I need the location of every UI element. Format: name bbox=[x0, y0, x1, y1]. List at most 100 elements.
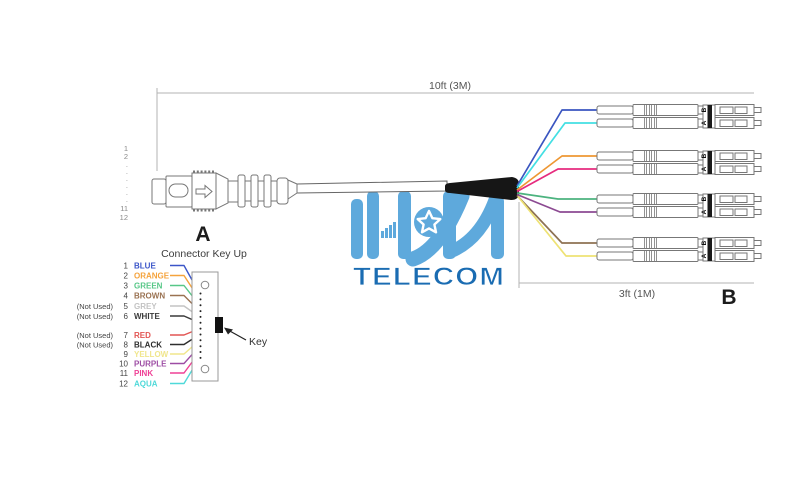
key-pointer-arrow bbox=[227, 329, 247, 341]
pin-color-name: PINK bbox=[134, 369, 153, 378]
pin-color-name: GREY bbox=[134, 302, 157, 311]
boot-rib bbox=[250, 174, 259, 208]
not-used-label: (Not Used) bbox=[77, 312, 114, 321]
pin-number: 10 bbox=[119, 360, 128, 369]
fanout-fibers bbox=[516, 109, 600, 257]
pin-number: 11 bbox=[120, 369, 129, 378]
pin-number: 9 bbox=[124, 350, 129, 359]
clip-letter-b: B bbox=[701, 240, 708, 245]
clip-letter-a: A bbox=[701, 166, 708, 171]
logo-bar bbox=[367, 191, 379, 259]
pin-number: 2 bbox=[124, 272, 129, 281]
mpo-connector bbox=[151, 170, 298, 212]
dimension-line bbox=[156, 88, 754, 171]
pin-number: 7 bbox=[124, 331, 129, 340]
lc-duplex-1 bbox=[596, 104, 762, 129]
boot-rib bbox=[257, 180, 265, 202]
pin-color-name: BLUE bbox=[134, 262, 156, 271]
pin-color-name: GREEN bbox=[134, 282, 163, 291]
boot-rib bbox=[244, 180, 252, 202]
boot-to-cable-taper bbox=[287, 179, 298, 200]
logo-swoosh bbox=[405, 188, 470, 267]
pin-number: 5 bbox=[124, 302, 129, 311]
star-icon bbox=[416, 209, 442, 234]
pin-color-name: YELLOW bbox=[134, 350, 169, 359]
clip-letter-b: B bbox=[701, 196, 708, 201]
clip-letter-b: B bbox=[701, 107, 708, 112]
logo-signal-icon bbox=[385, 228, 388, 238]
logo-signal-icon bbox=[393, 222, 396, 238]
fiber-yellow bbox=[517, 195, 600, 257]
mpo-neck bbox=[227, 180, 239, 203]
dimension-10ft: 10ft (3M) bbox=[156, 80, 754, 171]
guide-pin-hole bbox=[200, 280, 210, 290]
pin-color-name: PURPLE bbox=[134, 360, 167, 369]
watermark-text: TELECOM bbox=[353, 263, 505, 291]
clip-letter-a: A bbox=[701, 209, 708, 214]
breakout-furcation bbox=[445, 177, 519, 200]
logo-signal-icon bbox=[389, 225, 392, 238]
key-up-title: Connector Key Up bbox=[161, 248, 247, 260]
key-up-connector: Key bbox=[191, 271, 268, 382]
fiber-count-item: 1 bbox=[124, 144, 128, 153]
mpo-fiber-count-column: 1 2 . . . . . . 11 12 bbox=[120, 144, 128, 222]
lc-duplex-4 bbox=[596, 237, 762, 262]
fiber-purple bbox=[516, 193, 600, 213]
boot-rib bbox=[237, 174, 246, 208]
end-a-label: A bbox=[195, 223, 210, 246]
pin-color-name: RED bbox=[134, 331, 151, 340]
connector-face bbox=[191, 271, 219, 382]
fiber-pink bbox=[516, 168, 600, 193]
lc-duplex-3 bbox=[596, 193, 762, 218]
connector-key-block bbox=[215, 317, 223, 333]
fiber-count-item: 2 bbox=[124, 152, 128, 161]
fiber-count-item: 11 bbox=[120, 204, 128, 213]
fiber-aqua bbox=[516, 122, 600, 189]
pin-number: 6 bbox=[124, 312, 129, 321]
fiber-count-item: 12 bbox=[120, 213, 128, 222]
telecom-logo-watermark: TELECOM bbox=[351, 188, 505, 291]
clip-letter-a: A bbox=[701, 253, 708, 258]
mpo-slot bbox=[168, 183, 189, 198]
guide-pin-hole bbox=[200, 364, 210, 374]
dimension-10ft-label: 10ft (3M) bbox=[429, 80, 471, 92]
pin-color-name: BROWN bbox=[134, 292, 165, 301]
boot-rib bbox=[270, 180, 278, 202]
clip-letter-a: A bbox=[701, 120, 708, 125]
arrow-right-icon bbox=[195, 184, 213, 199]
not-used-label: (Not Used) bbox=[77, 341, 114, 350]
pin-number: 12 bbox=[119, 380, 128, 389]
pin-color-name: BLACK bbox=[134, 341, 162, 350]
fiber-count-item: . bbox=[126, 174, 128, 183]
not-used-label: (Not Used) bbox=[77, 331, 114, 340]
not-used-label: (Not Used) bbox=[77, 302, 114, 311]
fiber-brown bbox=[516, 194, 600, 244]
logo-bar bbox=[443, 191, 456, 259]
arrowhead-icon bbox=[224, 327, 233, 335]
key-label: Key bbox=[249, 336, 268, 348]
pin-color-name: AQUA bbox=[134, 380, 158, 389]
fiber-count-item: . bbox=[126, 167, 128, 176]
mpo-ferrule bbox=[151, 178, 167, 205]
fiber-count-item: . bbox=[126, 195, 128, 204]
logo-signal-icon bbox=[381, 231, 384, 238]
pin-number: 1 bbox=[124, 262, 129, 271]
fiber-orange bbox=[516, 155, 600, 191]
fiber-count-item: . bbox=[126, 160, 128, 169]
boot-rib bbox=[263, 174, 272, 208]
trunk-cable bbox=[296, 180, 448, 194]
pin-number: 8 bbox=[124, 341, 129, 350]
fiber-pin-dots bbox=[199, 292, 202, 359]
dimension-3ft: 3ft (1M) bbox=[518, 202, 754, 300]
dimension-3ft-label: 3ft (1M) bbox=[619, 288, 655, 300]
boot-end bbox=[276, 177, 289, 205]
logo-bar bbox=[398, 191, 411, 259]
pin-color-name: WHITE bbox=[134, 312, 160, 321]
pin-number: 3 bbox=[124, 282, 129, 291]
pin-number: 4 bbox=[124, 292, 129, 301]
fiber-blue bbox=[516, 109, 600, 187]
logo-bar bbox=[351, 199, 363, 259]
mpo-rear-taper bbox=[215, 172, 229, 210]
